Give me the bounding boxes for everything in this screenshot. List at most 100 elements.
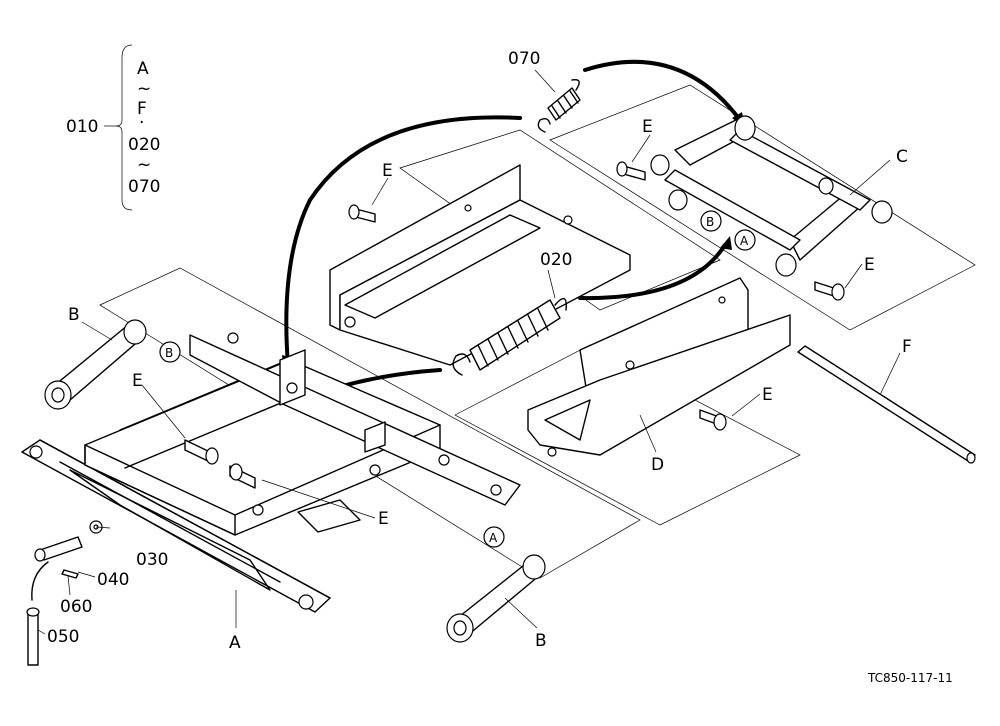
leader-040 [77,571,96,578]
ref-b-circle-1 [159,341,181,363]
arrow-spring070-to-bracket [284,115,522,367]
ref-a-text-2: A [489,531,498,545]
label-bolt-e-base-1: E [132,371,143,391]
label-rod-f: F [902,337,912,357]
pin-040 [39,536,83,561]
part-c-bracket [616,115,893,301]
clip-050-top [26,607,40,617]
legend-range-from: 020 [128,135,160,155]
part-upper-slide-rail [329,164,631,366]
label-link-b-lower: B [535,631,547,651]
spring-hook-bracket [279,349,306,406]
spring-070-body [547,87,581,121]
part-d-rail [527,277,791,457]
clip-050-arrow [31,561,49,601]
ref-b-circle-2 [700,210,722,232]
leader-e-c2 [844,263,863,289]
bracket-c-bush-3 [668,189,688,211]
label-bolt-e-base-2: E [378,509,389,529]
bolt-e-d-head [713,413,727,431]
bolt-e-base-1-head [205,447,219,465]
legend-to-label: F [137,99,147,119]
ref-a-circle-2 [483,526,505,548]
leader-050 [37,629,46,635]
ref-b-text-1: B [165,346,173,360]
bolt-e-upper-head [348,204,360,220]
leader-060 [67,575,71,596]
leader-070 [534,69,556,93]
rod-f [797,345,976,462]
upper-rail-hole-3 [464,204,472,212]
bracket-c-bush-1 [734,115,756,141]
spring-070 [537,79,581,133]
label-link-b-upper: B [68,305,80,325]
label-spring-020: 020 [540,250,572,270]
arrow-spring070-to-c [583,59,742,122]
base-frame-hole-2 [369,464,381,476]
leader-020 [547,269,556,299]
link-b-lower-bush-2 [522,554,546,580]
rail-a-hole-2 [298,594,314,610]
reference-markers: B B A A [159,210,756,548]
rail-d-cutout [544,399,591,441]
ref-a-circle-1 [734,229,756,251]
base-frame-front-face [84,444,236,536]
pin-hardware [26,520,103,666]
pin-040-head [34,548,46,562]
part-b-link-lower [446,554,546,643]
label-bracket-c: C [896,147,908,167]
spring-070-hook-1 [537,117,551,133]
bolt-e-c-2-head [831,283,845,301]
part-base-frame [84,332,521,536]
rail-a-hole-1 [29,445,43,459]
spring-hook-hole [286,382,298,394]
clip-050 [27,611,39,666]
legend-tilde-1: ~ [137,79,151,99]
upper-rail-hole-1 [344,316,356,328]
legend-group: 010 A ~ F · 020 ~ 070 [66,44,160,211]
leader-e-base-1 [141,384,186,439]
base-frame-stud-2 [438,454,450,466]
rail-d-hole-2 [547,447,557,457]
rod-f-end [966,452,976,464]
leader-f [879,352,901,396]
label-washer-030: 030 [136,550,168,570]
bracket-c-bush-5 [871,200,893,224]
part-b-link-upper [44,319,147,410]
label-clip-050: 050 [47,627,79,647]
spring-020-coils [477,308,549,367]
leader-e-base-2 [261,479,376,519]
base-bolts [184,439,256,489]
leader-b-upper [81,321,113,341]
spring-070-coils [551,90,579,119]
phantom-plane-right [454,344,801,526]
label-rail-a: A [229,633,241,653]
upper-rail-hole-2 [563,215,573,225]
link-b-upper-bush-2 [123,319,147,345]
arrowhead-3 [720,236,732,250]
ref-b-text-2: B [706,215,714,229]
leader-lines [37,69,901,635]
upper-rail-slot [344,214,541,319]
drawing-code: TC850-117-11 [867,671,953,685]
legend-main-label: 010 [66,117,98,137]
base-frame-stud-1 [227,332,239,344]
bracket-c-shaft-2 [729,129,871,211]
leader-b-lower [504,597,538,629]
upper-rail-bolt [348,204,376,223]
upper-rail-base [339,199,631,366]
legend-tilde-2: ~ [137,155,151,175]
label-bolt-e-c2: E [864,255,875,275]
base-frame-hole-1 [252,504,264,516]
leader-d [639,414,657,453]
rail-d-hole-1 [625,360,635,370]
spring-020-hook-2 [554,297,567,311]
leader-030 [95,526,111,529]
label-spring-070: 070 [508,49,540,69]
spring-020-hook-1 [452,353,471,376]
label-pin-040: 040 [97,570,129,590]
leader-e-c1 [631,134,651,163]
rail-d-hole-3 [718,296,726,304]
cotter-pin-060 [61,569,79,579]
